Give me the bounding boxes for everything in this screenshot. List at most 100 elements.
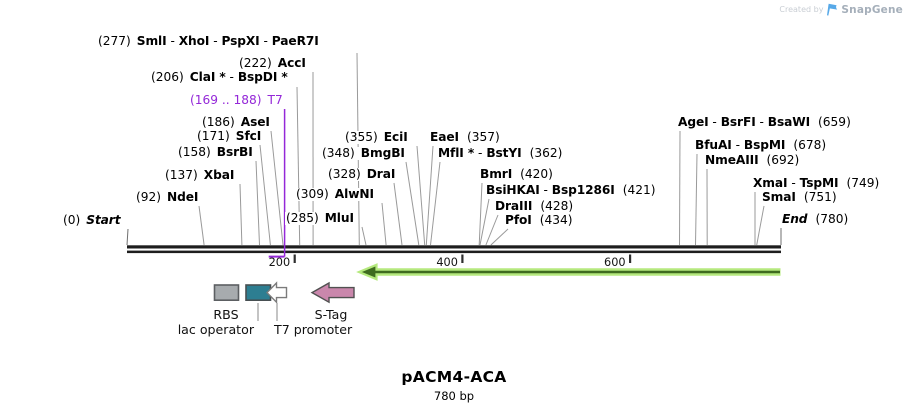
site-position: (277) xyxy=(98,34,131,48)
enzyme-name: NdeI xyxy=(167,190,199,204)
site-name-separator: - xyxy=(755,115,768,129)
enzyme-name: AlwNI xyxy=(334,187,374,201)
site-label-acci[interactable]: (222)AccI xyxy=(238,57,307,70)
enzyme-name: AccI xyxy=(277,56,306,70)
feature-label-rbs[interactable]: RBS xyxy=(213,307,239,322)
enzyme-name: XbaI xyxy=(203,168,235,182)
site-position: (285) xyxy=(286,211,319,225)
enzyme-name: NmeAIII xyxy=(705,153,759,167)
enzyme-name: DraIII xyxy=(495,199,533,213)
enzyme-name: Start xyxy=(86,213,121,227)
site-label-bsrbi[interactable]: (158)BsrBI xyxy=(177,146,254,159)
site-position: (749) xyxy=(846,176,880,190)
site-position: (428) xyxy=(540,199,574,213)
site-label-ecii[interactable]: (355) EciI xyxy=(344,131,409,144)
enzyme-name: ClaI * xyxy=(189,70,226,84)
plasmid-title-block: pACM4-ACA 780 bp xyxy=(0,368,908,403)
leader-line-mlui xyxy=(361,226,367,246)
site-label-start[interactable]: (0) Start xyxy=(62,213,122,227)
site-label-clai[interactable]: (206)ClaI * - BspDI * xyxy=(150,71,289,84)
map-backbone-bottom xyxy=(127,250,781,254)
site-position: (328) xyxy=(328,167,361,181)
site-name-separator: - xyxy=(731,138,744,152)
site-label-eaei[interactable]: EaeI(357) xyxy=(429,131,501,144)
site-label-alwni[interactable]: (309) AlwNI xyxy=(295,188,375,201)
site-label-mfli[interactable]: MflI * - BstYI(362) xyxy=(437,146,564,160)
leader-line-bsihkai xyxy=(479,198,490,246)
site-label-bfuai[interactable]: BfuAI - BspMI(678) xyxy=(694,138,828,152)
feature-label-t7-promoter[interactable]: T7 promoter xyxy=(274,322,353,337)
feature-rbs[interactable] xyxy=(213,284,240,301)
site-label-pfoi[interactable]: PfoI(434) xyxy=(504,214,574,227)
enzyme-name: BfuAI xyxy=(695,138,732,152)
site-label-end[interactable]: End(780) xyxy=(781,213,850,226)
map-backbone-top xyxy=(127,245,781,249)
feature-s-tag[interactable] xyxy=(310,281,355,304)
enzyme-name: SmlI xyxy=(136,34,167,48)
enzyme-name: SfcI xyxy=(235,129,262,143)
enzyme-name: DraI xyxy=(366,167,396,181)
leader-line-mfli xyxy=(430,161,441,246)
site-label-mlui[interactable]: (285) MluI xyxy=(285,212,355,225)
ruler-tick-label-600: 600 xyxy=(604,256,626,269)
site-position: (355) xyxy=(345,130,378,144)
site-name-separator: - xyxy=(539,183,552,197)
ruler-tick-label-400: 400 xyxy=(436,256,458,269)
site-position: (348) xyxy=(322,146,355,160)
enzyme-name: BsaWI xyxy=(767,115,811,129)
enzyme-name: AseI xyxy=(240,115,270,129)
watermark-brand: SnapGene xyxy=(841,3,903,16)
leader-line-drai xyxy=(393,182,403,246)
enzyme-name: MluI xyxy=(324,211,354,225)
site-label-agei[interactable]: AgeI - BsrFI - BsaWI(659) xyxy=(677,116,852,129)
enzyme-name: PaeR7I xyxy=(271,34,319,48)
region-label-t7[interactable]: (169 .. 188)T7 xyxy=(189,94,284,107)
leader-line-eaei xyxy=(425,145,434,246)
feature-t7-promoter[interactable] xyxy=(266,281,288,304)
site-label-sfci[interactable]: (171)SfcI xyxy=(196,129,263,143)
site-position: (158) xyxy=(178,145,211,159)
watermark-created-by: Created by xyxy=(779,5,824,14)
enzyme-name: EciI xyxy=(383,130,408,144)
site-label-xmai[interactable]: XmaI - TspMI(749) xyxy=(752,176,881,190)
enzyme-name: XmaI xyxy=(753,176,788,190)
enzyme-name: BmrI xyxy=(480,167,513,181)
leader-line-xbai xyxy=(239,183,243,246)
site-position: (0) xyxy=(63,213,81,227)
site-label-smai[interactable]: SmaI(751) xyxy=(761,191,838,204)
enzyme-name: AgeI xyxy=(678,115,709,129)
site-position: (421) xyxy=(622,183,656,197)
enzyme-name: BmgBI xyxy=(360,146,405,160)
site-label-bsihkai[interactable]: BsiHKAI - Bsp1286I(421) xyxy=(485,184,657,197)
site-position: (137) xyxy=(165,168,198,182)
enzyme-name: MflI * xyxy=(438,146,475,160)
site-label-ndei[interactable]: (92) NdeI xyxy=(135,190,200,204)
site-name-separator: - xyxy=(708,115,721,129)
site-label-xbai[interactable]: (137) XbaI xyxy=(164,168,236,182)
snapgene-flag-icon xyxy=(826,3,838,16)
site-position: (206) xyxy=(151,70,184,84)
site-position: (357) xyxy=(466,130,500,144)
leader-line-alwni xyxy=(381,202,387,246)
site-label-smli[interactable]: (277)SmlI - XhoI - PspXI - PaeR7I xyxy=(97,35,320,48)
region-range: (169 .. 188) xyxy=(190,93,262,107)
feature-label-lac-operator[interactable]: lac operator xyxy=(177,322,254,337)
site-label-draiii[interactable]: DraIII (428) xyxy=(494,199,575,213)
site-label-asei[interactable]: (186) AseI xyxy=(201,116,271,129)
feature-label-s-tag[interactable]: S-Tag xyxy=(314,307,348,322)
site-label-bmri[interactable]: BmrI(420) xyxy=(479,168,554,181)
leader-line-pfoi xyxy=(490,228,509,246)
leader-line-bmgbi xyxy=(405,161,420,246)
leader-line-draiii xyxy=(485,214,499,246)
site-label-bmgbi[interactable]: (348) BmgBI xyxy=(321,147,406,160)
site-position: (186) xyxy=(202,115,235,129)
site-position: (92) xyxy=(136,190,162,204)
leader-line-ndei xyxy=(198,205,205,246)
watermark: Created by SnapGene xyxy=(779,3,903,16)
enzyme-name: XhoI xyxy=(178,34,210,48)
site-label-drai[interactable]: (328) DraI xyxy=(327,167,397,181)
site-label-nmeaiii[interactable]: NmeAIII(692) xyxy=(704,153,801,167)
leader-line-bsrbi xyxy=(255,160,260,246)
site-position: (309) xyxy=(296,187,329,201)
